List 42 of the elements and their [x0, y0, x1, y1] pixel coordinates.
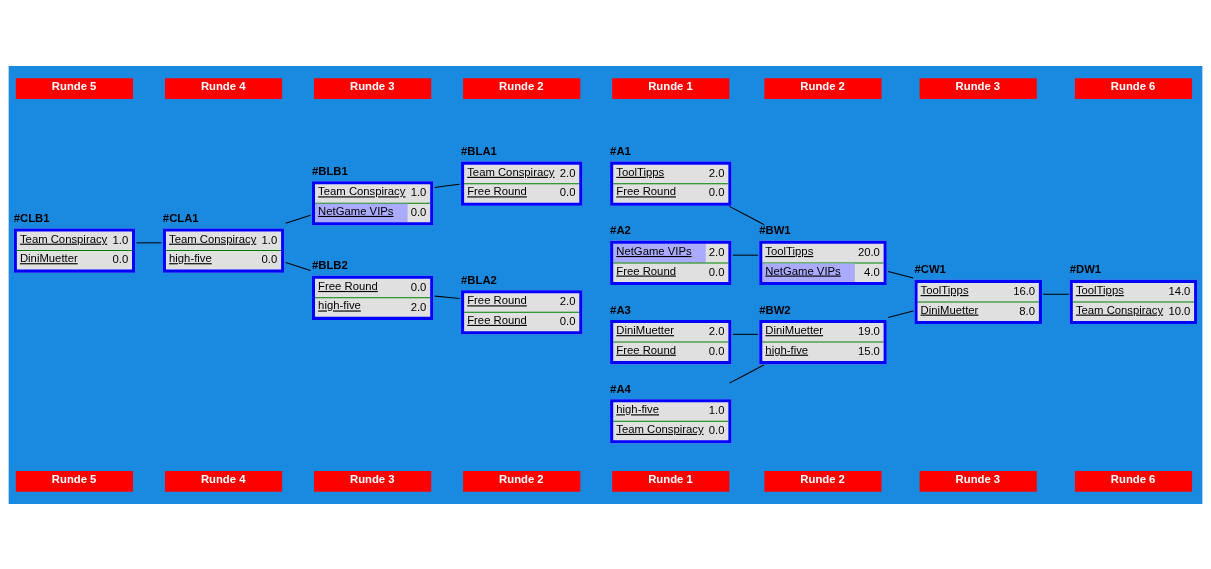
node-label: #BLA2: [461, 273, 497, 286]
connector: [136, 241, 162, 243]
label: Runde 3: [350, 472, 395, 485]
connector: [887, 270, 914, 278]
connector: [285, 261, 311, 271]
label: Runde 3: [955, 79, 1001, 92]
connector: [1042, 293, 1070, 295]
label: Runde 2: [499, 472, 544, 485]
label: Runde 3: [955, 472, 1001, 485]
connector: [732, 333, 759, 335]
node-label: #CLA1: [162, 211, 199, 224]
node-label: #A4: [610, 382, 631, 395]
node-label: #BLB1: [311, 164, 348, 177]
label: Runde 2: [499, 79, 544, 92]
node-label: #DW1: [1069, 262, 1102, 275]
node-label: #BLA1: [461, 144, 497, 157]
label: Runde 5: [51, 79, 97, 92]
label: Runde 6: [1110, 79, 1156, 92]
node-label: #A3: [610, 303, 631, 316]
node-label: #CLB1: [13, 211, 50, 224]
node-label: #BW1: [759, 223, 791, 236]
node-label: #A2: [610, 223, 631, 236]
label: Runde 4: [200, 472, 246, 485]
connector: [728, 363, 765, 384]
label: Runde 1: [648, 79, 693, 92]
node-label: #BW2: [759, 303, 791, 316]
node-label: #CW1: [914, 262, 946, 275]
label: Runde 1: [648, 472, 693, 485]
connector: [728, 205, 765, 225]
connector: [887, 309, 914, 318]
label: Runde 3: [350, 79, 395, 92]
connector: [285, 214, 311, 224]
connector: [732, 254, 759, 256]
label: Runde 2: [800, 472, 845, 485]
node-label: #BLB2: [311, 258, 348, 271]
label: Runde 4: [200, 79, 246, 92]
label: Runde 5: [51, 472, 97, 485]
label: Runde 2: [800, 79, 845, 92]
connector: [434, 295, 461, 299]
label: Runde 6: [1110, 472, 1156, 485]
node-label: #A1: [610, 144, 631, 157]
connector: [434, 183, 461, 188]
